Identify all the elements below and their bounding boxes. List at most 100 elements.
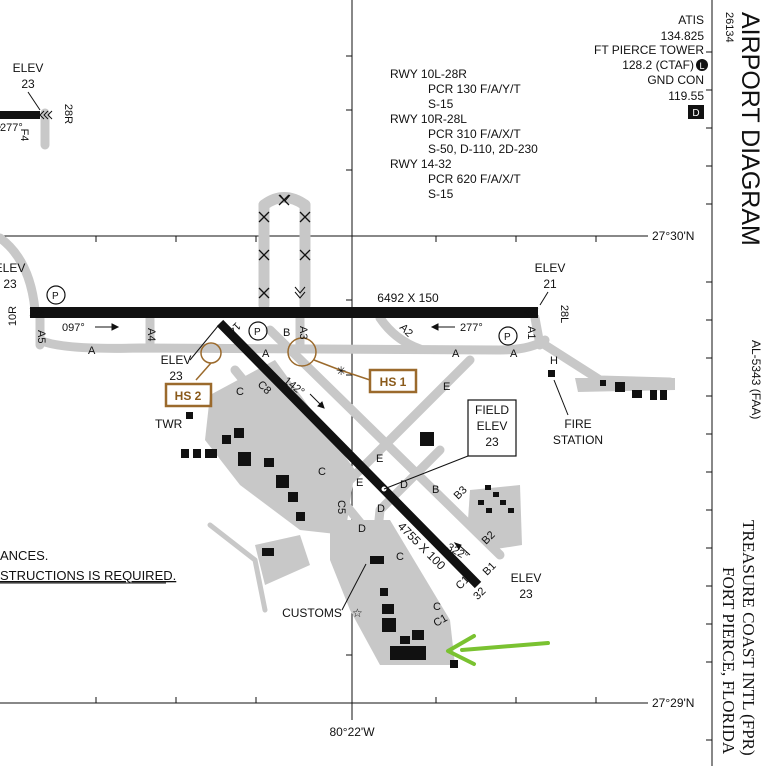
- beacon-icon: ✳: [336, 364, 346, 378]
- taxiway-label-b: B: [283, 327, 290, 339]
- d-badge-label: D: [692, 108, 699, 119]
- customs-leader: [341, 563, 367, 611]
- note-line-1: ANCES.: [0, 548, 48, 563]
- rwy-info-pcr: PCR 130 F/A/Y/T: [428, 82, 521, 96]
- taxiway-labels: A5 A4 A3 A2 A1 A A A A H B B B3 B2 B1 C …: [35, 291, 558, 630]
- taxiway-label-a1: A1: [525, 326, 537, 339]
- badges: [46, 285, 518, 346]
- taxiway-a2: [375, 313, 425, 354]
- x-mark: [299, 249, 311, 261]
- title-block: 26134 AIRPORT DIAGRAM: [723, 12, 764, 246]
- x-mark: [278, 194, 290, 206]
- parking-badge-2: [248, 321, 268, 341]
- elev-value: 23: [3, 277, 17, 291]
- closed-x-marks: [258, 194, 311, 299]
- border-ticks: [95, 51, 712, 741]
- runway-end-28r: 28R: [62, 104, 74, 124]
- buildings: [181, 370, 667, 668]
- closed-taxiway-chevron-east: [294, 286, 306, 299]
- runway-end-32: 32: [471, 585, 488, 602]
- rwy-info-pcr: PCR 620 F/A/X/T: [428, 172, 521, 186]
- taxiway-e: [345, 355, 475, 485]
- rwy-info-pcr: PCR 310 F/A/X/T: [428, 127, 521, 141]
- hs1-label[interactable]: HS 1: [380, 375, 407, 389]
- taxiway-label-a: A: [452, 348, 460, 360]
- rwy-info-title: RWY 10R-28L: [390, 112, 467, 126]
- tower-label: FT PIERCE TOWER: [594, 43, 704, 57]
- lat-bottom: 27°29'N: [652, 696, 694, 710]
- lat-top: 27°30'N: [652, 229, 694, 243]
- hs2-label[interactable]: HS 2: [175, 389, 202, 403]
- taxiway-label-e: E: [443, 381, 450, 393]
- frequency-block: ATIS 134.825 FT PIERCE TOWER 128.2 (CTAF…: [594, 13, 705, 119]
- elev-value: 23: [519, 587, 533, 601]
- field-elev-box: [383, 399, 517, 490]
- taxiway-west: [0, 233, 40, 315]
- hs1-box: [368, 368, 418, 394]
- x-mark: [258, 249, 270, 261]
- heading-arrows: [0, 126, 471, 556]
- runway-end-10r: 10R: [7, 306, 19, 326]
- taxiway-label-c: C: [433, 601, 441, 613]
- threshold-10r: [29, 307, 44, 317]
- runway-end-28l: 28L: [558, 305, 570, 323]
- rwy-info-weights: S-50, D-110, 2D-230: [428, 142, 538, 156]
- taxiway-label-c5: C5: [335, 500, 347, 514]
- west-apron: [205, 360, 355, 535]
- elevations: ELEV 23 ELEV 23 ELEV 21 ELEV 23 ELEV 23 …: [0, 61, 565, 601]
- taxiway-label-d: D: [358, 523, 366, 535]
- south-apron: [330, 520, 455, 665]
- taxiway-label-a3: A3: [297, 326, 309, 339]
- elev-value: 21: [543, 277, 557, 291]
- gnd-freq: 119.55: [668, 89, 704, 103]
- parking-p-label: P: [254, 327, 261, 338]
- aprons: [205, 360, 675, 665]
- heading-277-top: 277°: [0, 122, 23, 134]
- note-line-2: STRUCTIONS IS REQUIRED.: [0, 568, 176, 583]
- hs2-leader: [195, 362, 212, 381]
- customs-label: CUSTOMS: [282, 606, 342, 620]
- service-road: [207, 522, 268, 613]
- taxiway-closed-arc: [258, 192, 311, 211]
- rwy-info-title: RWY 14-32: [390, 157, 452, 171]
- taxiway-label-c: C: [236, 386, 244, 398]
- taxiway-label-a: A: [510, 348, 518, 360]
- threshold-28r: [39, 110, 53, 120]
- hs1-circle: [287, 337, 317, 367]
- longitude-label: 80°22'W: [329, 725, 375, 739]
- hs2-box: [164, 382, 213, 408]
- atis-freq: 134.825: [661, 29, 705, 43]
- taxiway-a: [35, 335, 550, 355]
- doc-id: AL-5343 (FAA): [749, 340, 763, 419]
- elev-label: ELEV: [13, 61, 44, 75]
- rwy-info-weights: S-15: [428, 187, 454, 201]
- taxiway-label-b3: B3: [452, 484, 470, 502]
- x-mark: [258, 287, 270, 299]
- tower-freq: 128.2 (CTAF): [622, 58, 694, 72]
- taxiway-label-d: D: [377, 503, 385, 515]
- elev-value: 23: [21, 77, 35, 91]
- elev-value: 23: [169, 369, 183, 383]
- taxiway-label-e: E: [376, 453, 383, 465]
- heading-277-main: 277°: [460, 322, 483, 334]
- parking-badge-3: [498, 326, 518, 346]
- ctaf-badge: [696, 59, 708, 71]
- gnd-label: GND CON: [647, 73, 704, 87]
- fire-station-label-2: STATION: [553, 433, 603, 447]
- runway-14-32: [216, 319, 482, 589]
- customs-star-icon: ☆: [352, 606, 363, 620]
- taxiway-label-a4: A4: [145, 328, 157, 341]
- x-mark: [299, 211, 311, 223]
- hs1-leader: [313, 359, 371, 381]
- taxiway-label-b1: B1: [481, 560, 499, 578]
- ctaf-badge-label: L: [699, 61, 704, 71]
- volume-number: 26134: [723, 12, 735, 43]
- x-mark: [258, 211, 270, 223]
- taxiway-label-c: C: [396, 551, 404, 563]
- taxiway-label-c: C: [318, 466, 326, 478]
- airport-city: FORT PIERCE, FLORIDA: [719, 567, 738, 755]
- runway-info-block: RWY 10L-28R PCR 130 F/A/Y/T S-15 RWY 10R…: [390, 67, 538, 201]
- parking-p-label: P: [52, 291, 59, 302]
